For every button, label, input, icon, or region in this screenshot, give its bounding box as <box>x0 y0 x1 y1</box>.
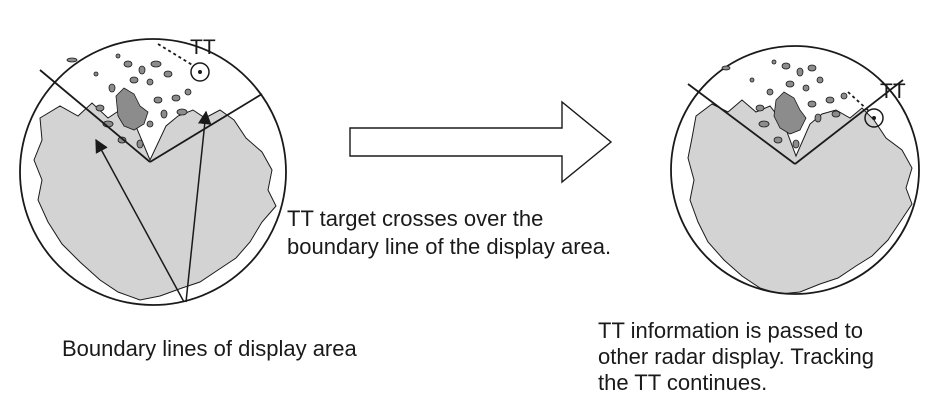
right-radar-echoes <box>721 59 848 149</box>
right-tt-symbol <box>864 108 884 128</box>
left-boundary-line-left <box>39 69 151 163</box>
right-radar-scope: TT <box>670 45 920 295</box>
boundary-pointer-left <box>95 138 185 303</box>
left-radar-echoes <box>66 53 192 149</box>
left-tt-label: TT <box>190 36 216 59</box>
caption-boundary-lines: Boundary lines of display area <box>62 336 357 361</box>
caption-middle-line1: TT target crosses over the <box>287 206 544 231</box>
caption-right-line3: the TT continues. <box>598 370 768 395</box>
left-tt-symbol <box>190 62 210 82</box>
caption-right-line2: other radar display. Tracking <box>598 344 874 369</box>
left-tt-track <box>157 43 195 67</box>
left-landmass <box>33 102 277 301</box>
right-boundary-line-left <box>687 83 796 165</box>
right-boundary-line-right <box>794 79 904 165</box>
left-radar-scope: TT <box>19 36 287 306</box>
caption-right-line1: TT information is passed to <box>598 318 863 343</box>
caption-right-block: TT information is passed to other radar … <box>598 318 931 398</box>
right-tt-track <box>847 91 871 113</box>
right-tt-label: TT <box>880 80 906 103</box>
right-scope-circle <box>670 45 920 295</box>
transition-arrow <box>349 100 613 184</box>
left-scope-circle <box>19 38 287 306</box>
left-boundary-line-right <box>149 93 263 163</box>
boundary-pointer-right <box>185 110 212 303</box>
caption-middle-line2: boundary line of the display area. <box>287 234 612 259</box>
